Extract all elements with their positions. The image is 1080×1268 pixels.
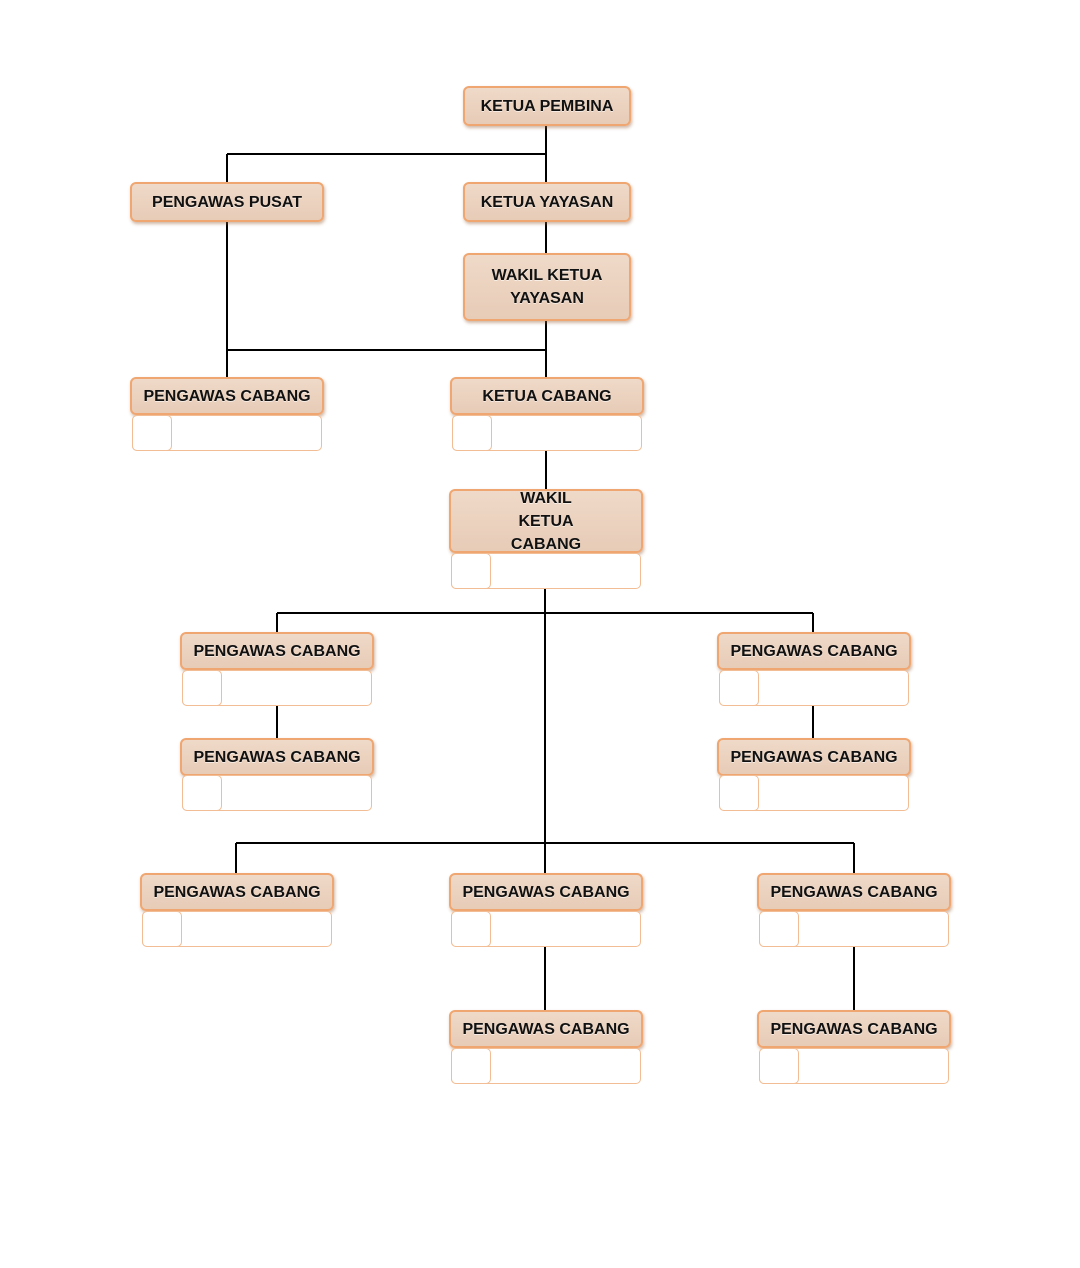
node-ketua-yayasan: KETUA YAYASAN	[463, 182, 631, 222]
sub-label-box	[759, 1048, 949, 1084]
node-pengawas-cabang: PENGAWAS CABANG	[757, 1010, 951, 1048]
node-pengawas-cabang: PENGAWAS CABANG	[449, 873, 643, 911]
node-pengawas-cabang: PENGAWAS CABANG	[180, 738, 374, 776]
sub-label-box	[182, 775, 372, 811]
sub-label-box	[451, 553, 641, 589]
sub-label-cell	[719, 775, 759, 811]
sub-label-cell	[132, 415, 172, 451]
sub-label-cell	[451, 1048, 491, 1084]
sub-label-cell	[182, 670, 222, 706]
node-ketua-cabang: KETUA CABANG	[450, 377, 644, 415]
sub-label-box	[132, 415, 322, 451]
node-wakil-ketua-cabang: WAKIL KETUA CABANG	[449, 489, 643, 553]
node-wakil-ketua-yayasan: WAKIL KETUA YAYASAN	[463, 253, 631, 321]
sub-label-box	[719, 670, 909, 706]
sub-label-cell	[452, 415, 492, 451]
sub-label-box	[452, 415, 642, 451]
sub-label-cell	[759, 911, 799, 947]
sub-label-box	[142, 911, 332, 947]
node-pengawas-cabang: PENGAWAS CABANG	[449, 1010, 643, 1048]
sub-label-cell	[719, 670, 759, 706]
node-pengawas-cabang: PENGAWAS CABANG	[140, 873, 334, 911]
sub-label-box	[451, 1048, 641, 1084]
sub-label-box	[451, 911, 641, 947]
node-pengawas-pusat: PENGAWAS PUSAT	[130, 182, 324, 222]
node-ketua-pembina: KETUA PEMBINA	[463, 86, 631, 126]
node-pengawas-cabang: PENGAWAS CABANG	[717, 738, 911, 776]
sub-label-cell	[451, 911, 491, 947]
node-pengawas-cabang: PENGAWAS CABANG	[180, 632, 374, 670]
sub-label-box	[759, 911, 949, 947]
sub-label-cell	[759, 1048, 799, 1084]
sub-label-cell	[142, 911, 182, 947]
node-pengawas-cabang: PENGAWAS CABANG	[717, 632, 911, 670]
node-pengawas-cabang: PENGAWAS CABANG	[757, 873, 951, 911]
sub-label-box	[182, 670, 372, 706]
sub-label-cell	[451, 553, 491, 589]
node-pengawas-cabang: PENGAWAS CABANG	[130, 377, 324, 415]
sub-label-cell	[182, 775, 222, 811]
sub-label-box	[719, 775, 909, 811]
